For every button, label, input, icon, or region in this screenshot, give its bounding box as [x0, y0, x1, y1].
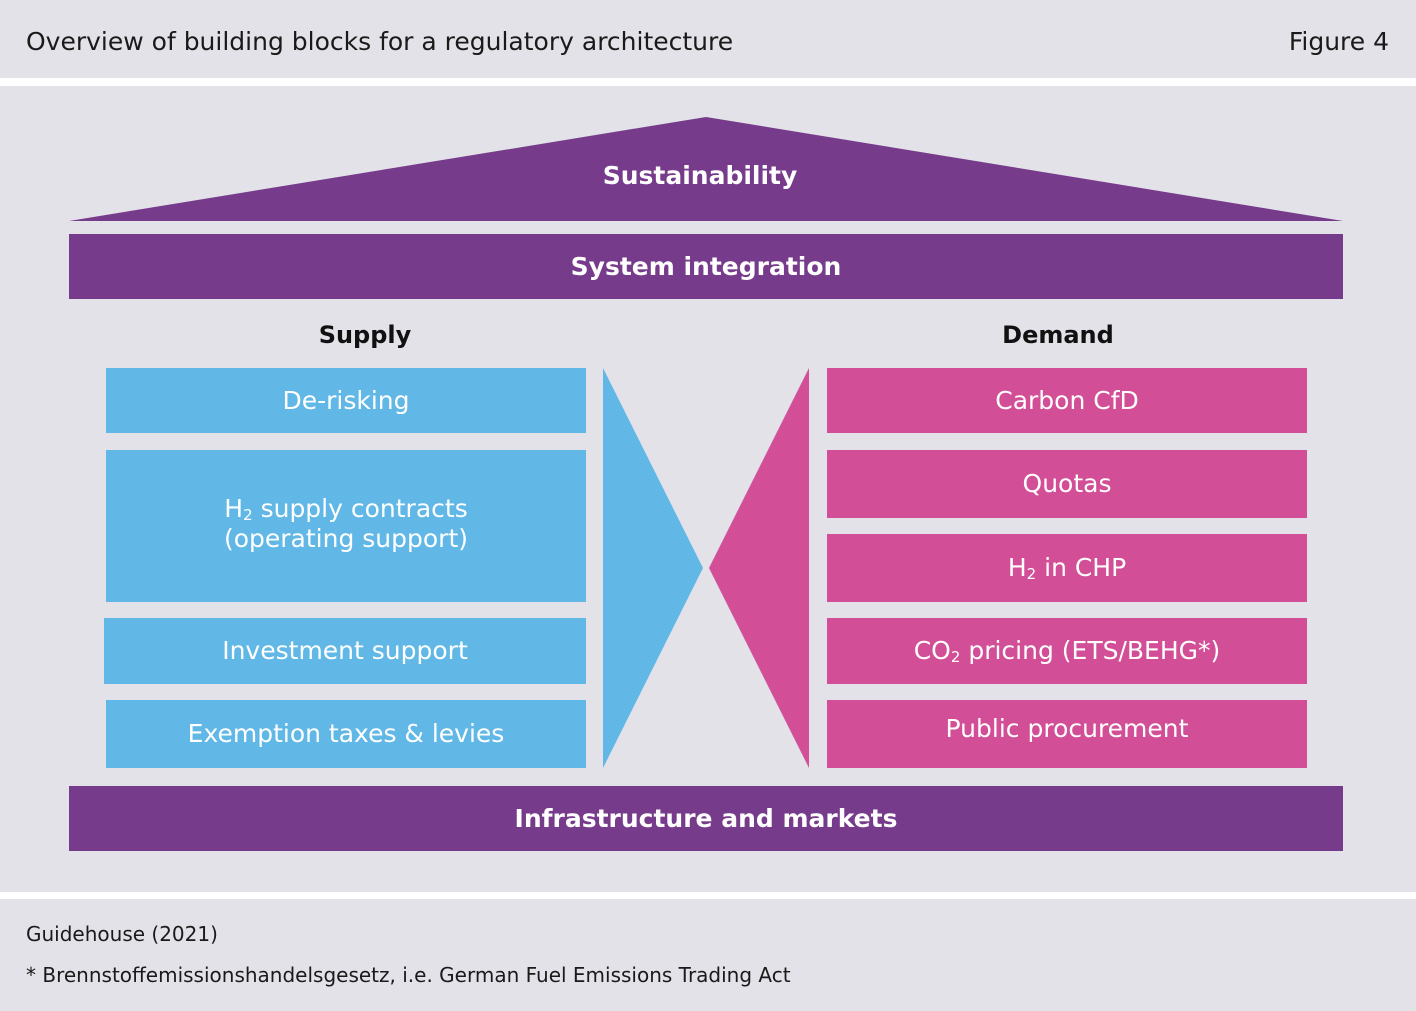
figure-title: Overview of building blocks for a regula…	[26, 27, 734, 56]
footnote: * Brennstoffemissionshandelsgesetz, i.e.…	[26, 963, 791, 987]
demand-arrow	[709, 368, 809, 768]
infrastructure-markets-bar: Infrastructure and markets	[69, 786, 1343, 851]
demand-box-label: Carbon CfD	[995, 385, 1139, 415]
sustainability-label: Sustainability	[602, 161, 798, 190]
h2-contracts-rest: supply contracts	[252, 494, 468, 523]
demand-box-label: H2 in CHP	[1008, 553, 1126, 583]
h2-subscript: 2	[243, 506, 253, 524]
supply-box-label: Investment support	[222, 636, 468, 665]
h2-subscript: 2	[1026, 565, 1037, 583]
supply-box-h2-contracts: H2 supply contracts (operating support)	[106, 450, 586, 602]
supply-box-de-risking: De-risking	[106, 368, 586, 433]
demand-box-label: Quotas	[1022, 469, 1112, 498]
co2-pricing-rest: pricing (ETS/BEHG*)	[960, 636, 1221, 665]
supply-arrow	[603, 368, 703, 768]
roof-triangle	[69, 117, 1343, 221]
supply-box-label: Exemption taxes & levies	[187, 719, 505, 748]
h2-chp-rest: in CHP	[1036, 553, 1127, 582]
co2-subscript: 2	[950, 648, 961, 666]
supply-heading: Supply	[318, 321, 412, 349]
header-band	[0, 0, 1416, 78]
demand-box-quotas: Quotas	[827, 450, 1307, 518]
supply-box-label-line2: (operating support)	[223, 524, 469, 553]
system-integration-label: System integration	[570, 252, 842, 281]
supply-box-exemption: Exemption taxes & levies	[106, 700, 586, 768]
infrastructure-markets-label: Infrastructure and markets	[514, 804, 898, 833]
system-integration-bar: System integration	[69, 234, 1343, 299]
h2-prefix: H	[1007, 553, 1027, 582]
demand-box-co2-pricing: CO2 pricing (ETS/BEHG*)	[827, 618, 1307, 684]
demand-box-label: Public procurement	[945, 714, 1189, 743]
h2-prefix: H	[224, 494, 244, 523]
figure-number: Figure 4	[1288, 27, 1389, 56]
co2-prefix: CO	[913, 636, 951, 665]
demand-box-procurement: Public procurement	[827, 700, 1307, 768]
demand-box-h2-chp: H2 in CHP	[827, 534, 1307, 602]
supply-box-investment: Investment support	[104, 618, 586, 684]
supply-box-label: De-risking	[282, 385, 410, 415]
demand-heading: Demand	[1002, 321, 1114, 349]
demand-box-carbon-cfd: Carbon CfD	[827, 368, 1307, 433]
demand-box-label: CO2 pricing (ETS/BEHG*)	[914, 636, 1221, 666]
source-note: Guidehouse (2021)	[26, 922, 218, 946]
footer-band	[0, 899, 1416, 1011]
supply-box-label-line1: H2 supply contracts	[224, 494, 467, 524]
